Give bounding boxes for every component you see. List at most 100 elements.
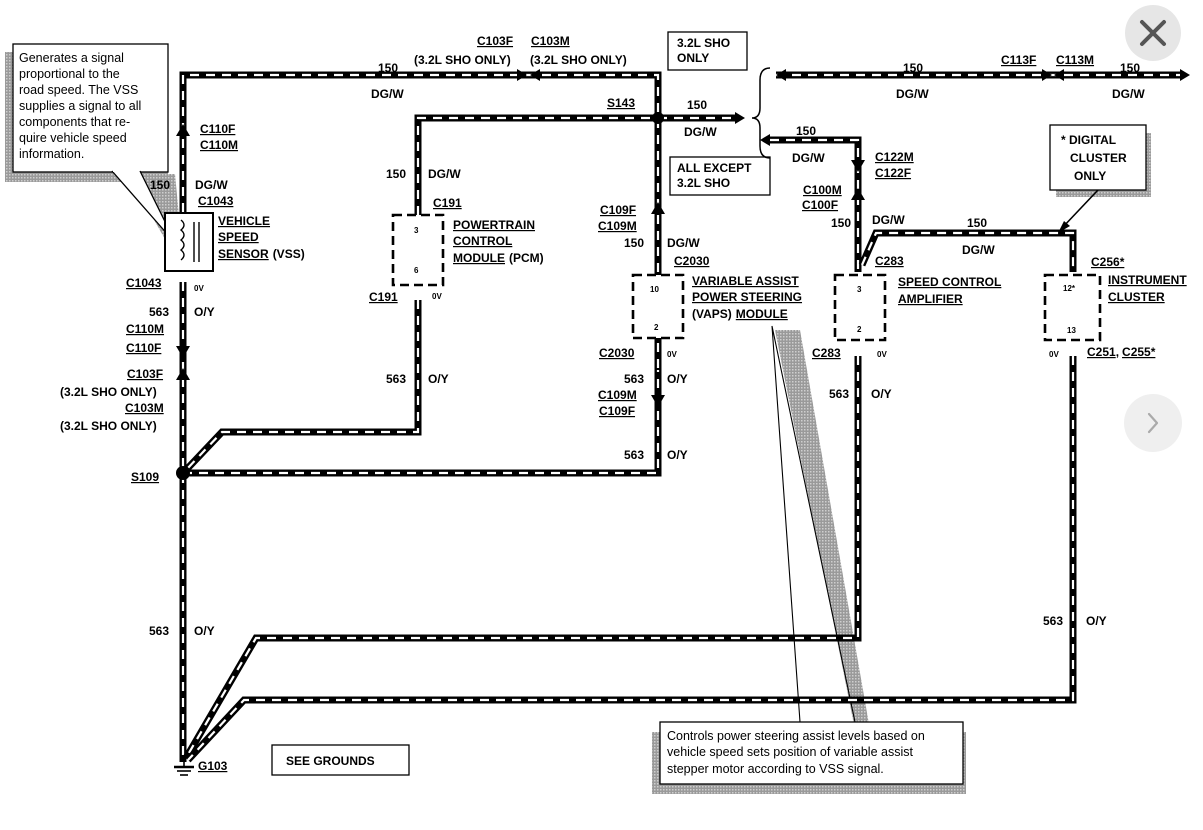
vaps-note-line: Controls power steering assist levels ba… bbox=[667, 729, 925, 743]
pcm-name-line: MODULE bbox=[453, 251, 505, 265]
next-button[interactable] bbox=[1124, 394, 1182, 452]
circuit-number: 563 bbox=[624, 372, 644, 386]
vss-note-line: proportional to the bbox=[19, 67, 120, 81]
connector-label: C2030 bbox=[674, 254, 710, 268]
pin-numbers: 3 6 10 2 3 2 12* 13 bbox=[414, 226, 1076, 335]
pin-label: 10 bbox=[650, 285, 659, 294]
sho-only-label: ONLY bbox=[677, 51, 709, 65]
wire-color: DG/W bbox=[195, 178, 228, 192]
wire-color: O/Y bbox=[667, 448, 688, 462]
vss-name: VEHICLE bbox=[218, 214, 270, 228]
connector-note: (3.2L SHO ONLY) bbox=[530, 53, 627, 67]
see-grounds-box bbox=[271, 744, 410, 776]
connector-note: (3.2L SHO ONLY) bbox=[414, 53, 511, 67]
sca-name: AMPLIFIER bbox=[898, 292, 963, 306]
digital-note-line: CLUSTER bbox=[1070, 151, 1127, 165]
connector-label: C283 bbox=[875, 254, 904, 268]
connector-label: C109M bbox=[598, 219, 637, 233]
pin-label: 2 bbox=[654, 323, 659, 332]
splice-label: S109 bbox=[131, 470, 159, 484]
ground-symbol-g103 bbox=[174, 760, 194, 776]
connector-label: C113M bbox=[1056, 53, 1094, 67]
circuit-number: 150 bbox=[831, 216, 851, 230]
vss-note-line: road speed. The VSS bbox=[19, 83, 138, 97]
vaps-name-line: MODULE bbox=[736, 307, 788, 321]
connector-label: C122F bbox=[875, 166, 911, 180]
pcm-name: MODULE(PCM) bbox=[453, 251, 544, 265]
zero-volt-label: 0V bbox=[877, 350, 887, 359]
wire-color: DG/W bbox=[667, 236, 700, 250]
pin-label: 12* bbox=[1063, 284, 1076, 293]
splice-s143 bbox=[652, 112, 664, 124]
zero-volt-label: 0V bbox=[667, 350, 677, 359]
zero-volt-label: 0V bbox=[1049, 350, 1059, 359]
close-icon bbox=[1140, 20, 1166, 46]
splice-label: S143 bbox=[607, 96, 635, 110]
connector-label: C255* bbox=[1122, 345, 1156, 359]
sho-only-label: 3.2L SHO bbox=[677, 36, 730, 50]
connector-arrows bbox=[176, 69, 1190, 407]
connector-label: C110F bbox=[126, 341, 161, 355]
circuit-number: 150 bbox=[967, 216, 987, 230]
connector-label: C109F bbox=[599, 404, 635, 418]
connector-label: C191 bbox=[433, 196, 462, 210]
circuit-number: 150 bbox=[903, 61, 923, 75]
digital-note-line: * DIGITAL bbox=[1061, 133, 1116, 147]
vss-note-line: information. bbox=[19, 147, 84, 161]
wire-color: O/Y bbox=[428, 372, 449, 386]
connector-label: C110M bbox=[126, 322, 164, 336]
ground-label: G103 bbox=[198, 759, 228, 773]
circuit-number: 563 bbox=[149, 624, 169, 638]
connector-label: C122M bbox=[875, 150, 914, 164]
connector-label: C283 bbox=[812, 346, 841, 360]
zero-volt-label: 0V bbox=[432, 292, 442, 301]
circuit-number: 563 bbox=[386, 372, 406, 386]
vaps-note: Controls power steering assist levels ba… bbox=[667, 729, 925, 776]
vss-component bbox=[164, 212, 214, 272]
connector-label: C103F bbox=[127, 367, 163, 381]
zero-volt-label: 0V bbox=[194, 284, 204, 293]
vaps-name: POWER STEERING bbox=[692, 290, 802, 304]
circuit-number: 563 bbox=[1043, 614, 1063, 628]
wire-color: O/Y bbox=[871, 387, 892, 401]
all-except-label: ALL EXCEPT bbox=[677, 161, 752, 175]
circuit-number: 563 bbox=[149, 305, 169, 319]
all-except-box bbox=[669, 156, 771, 196]
vss-note: Generates a signal proportional to the r… bbox=[19, 51, 141, 161]
connector-group: C251,C255* bbox=[1087, 345, 1156, 359]
vss-note-line: supplies a signal to all bbox=[19, 99, 141, 113]
vaps-component bbox=[631, 273, 685, 340]
vaps-note-line: stepper motor according to VSS signal. bbox=[667, 762, 884, 776]
connector-label: C103M bbox=[125, 401, 164, 415]
wire-color: DG/W bbox=[371, 87, 404, 101]
harness-bracket bbox=[751, 67, 771, 159]
connector-label: C256* bbox=[1091, 255, 1125, 269]
connector-label: C1043 bbox=[126, 276, 162, 290]
splice-s109 bbox=[176, 466, 190, 480]
chevron-right-icon bbox=[1147, 412, 1159, 434]
wires bbox=[179, 71, 1180, 763]
connector-label: C113F bbox=[1001, 53, 1036, 67]
vss-note-line: Generates a signal bbox=[19, 51, 124, 65]
wire-color: O/Y bbox=[194, 305, 215, 319]
wire-color: DG/W bbox=[684, 125, 717, 139]
close-button[interactable] bbox=[1125, 5, 1181, 61]
vaps-note-callout bbox=[652, 325, 966, 794]
sca-name: SPEED CONTROL bbox=[898, 275, 1001, 289]
wire-color: DG/W bbox=[428, 167, 461, 181]
connector-separator: , bbox=[1116, 345, 1119, 359]
wire-color: DG/W bbox=[792, 151, 825, 165]
pin-label: 2 bbox=[857, 325, 862, 334]
vss-name-line: SENSOR bbox=[218, 247, 269, 261]
connector-label: C110F bbox=[200, 122, 235, 136]
vss-note-callout bbox=[5, 43, 182, 248]
circuit-number: 150 bbox=[624, 236, 644, 250]
wire-color: O/Y bbox=[1086, 614, 1107, 628]
vss-name: SENSOR(VSS) bbox=[218, 247, 305, 261]
wire-color: DG/W bbox=[1112, 87, 1145, 101]
connector-label: C251 bbox=[1087, 345, 1116, 359]
sho-only-box bbox=[667, 31, 748, 71]
connector-label: C191 bbox=[369, 290, 398, 304]
connector-label: C103M bbox=[531, 34, 570, 48]
